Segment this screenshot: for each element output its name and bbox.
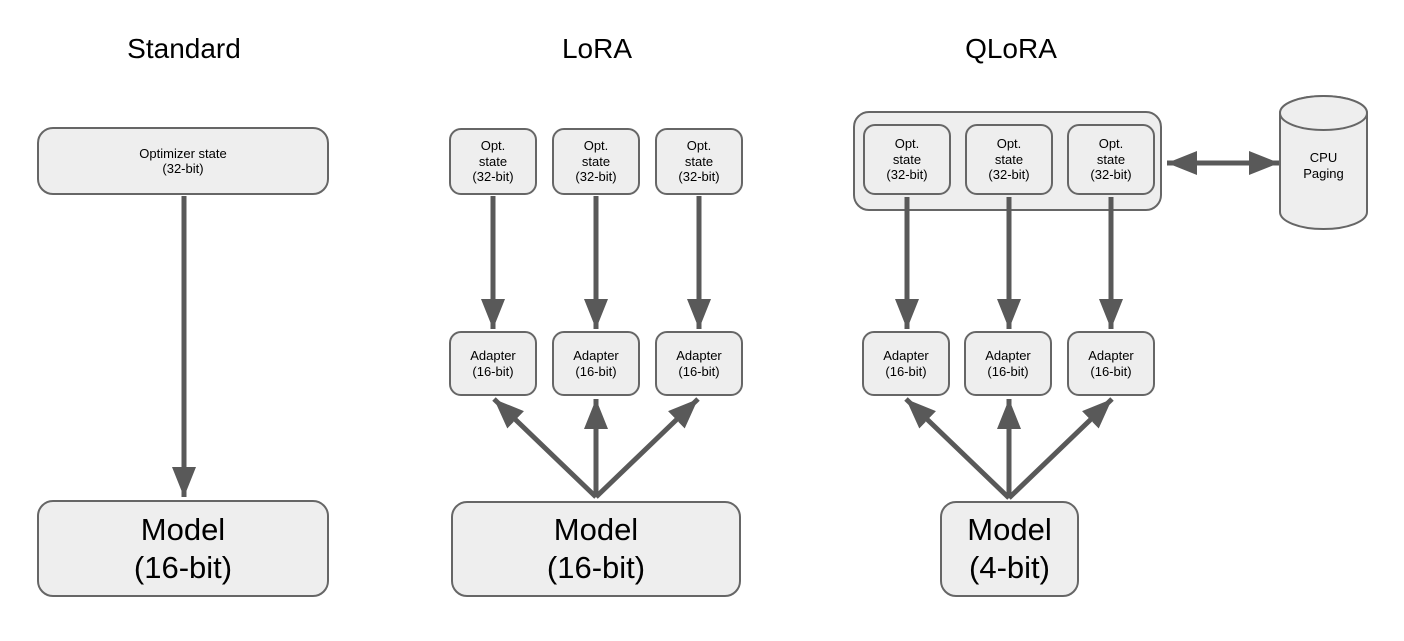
lora-adapter-box-2: Adapter (16-bit) <box>552 331 640 396</box>
qlora-adapter-label-3: Adapter (16-bit) <box>1088 348 1134 379</box>
model-qlora-label: Model (4-bit) <box>967 512 1052 585</box>
optimizer-state-box: Optimizer state (32-bit) <box>37 127 329 195</box>
model-lora-label: Model (16-bit) <box>546 512 646 585</box>
lora-adapter-label-3: Adapter (16-bit) <box>676 348 722 379</box>
qlora-adapter-box-2: Adapter (16-bit) <box>964 331 1052 396</box>
optimizer-state-label: Optimizer state (32-bit) <box>139 145 227 177</box>
model-box-lora: Model (16-bit) <box>451 501 741 597</box>
lora-adapter-label-1: Adapter (16-bit) <box>470 348 516 379</box>
cpu-paging-label: CPU Paging <box>1303 150 1344 181</box>
qlora-opt-state-box-3: Opt. state (32-bit) <box>1067 124 1155 195</box>
qlora-adapter-label-1: Adapter (16-bit) <box>883 348 929 379</box>
arrow-qlora-model-to-adapter3 <box>1007 397 1114 500</box>
qlora-opt-state-box-1: Opt. state (32-bit) <box>863 124 951 195</box>
qlora-opt-state-label-1: Opt. state (32-bit) <box>886 136 928 183</box>
cpu-paging-cylinder <box>1279 95 1368 235</box>
lora-opt-state-label-2: Opt. state (32-bit) <box>575 138 617 185</box>
title-qlora: QLoRA <box>965 33 1057 64</box>
arrow-qlora-model-to-adapter1 <box>904 397 1011 500</box>
qlora-adapter-box-1: Adapter (16-bit) <box>862 331 950 396</box>
lora-opt-state-box-1: Opt. state (32-bit) <box>449 128 537 195</box>
model-box-standard: Model (16-bit) <box>37 500 329 597</box>
title-standard: Standard <box>127 33 241 64</box>
qlora-opt-state-label-2: Opt. state (32-bit) <box>988 136 1030 183</box>
arrow-lora-model-to-adapter3 <box>594 397 700 499</box>
lora-opt-state-label-1: Opt. state (32-bit) <box>472 138 514 185</box>
lora-adapter-box-1: Adapter (16-bit) <box>449 331 537 396</box>
qlora-opt-state-label-3: Opt. state (32-bit) <box>1090 136 1132 183</box>
qlora-opt-state-box-2: Opt. state (32-bit) <box>965 124 1053 195</box>
model-box-qlora: Model (4-bit) <box>940 501 1079 597</box>
lora-opt-state-box-3: Opt. state (32-bit) <box>655 128 743 195</box>
lora-adapter-box-3: Adapter (16-bit) <box>655 331 743 396</box>
arrow-lora-model-to-adapter1 <box>492 397 598 499</box>
lora-opt-state-label-3: Opt. state (32-bit) <box>678 138 720 185</box>
lora-opt-state-box-2: Opt. state (32-bit) <box>552 128 640 195</box>
database-icon <box>1279 95 1368 230</box>
model-standard-label: Model (16-bit) <box>133 511 233 585</box>
lora-adapter-label-2: Adapter (16-bit) <box>573 348 619 379</box>
qlora-adapter-label-2: Adapter (16-bit) <box>985 348 1031 379</box>
title-lora: LoRA <box>561 33 633 64</box>
qlora-adapter-box-3: Adapter (16-bit) <box>1067 331 1155 396</box>
